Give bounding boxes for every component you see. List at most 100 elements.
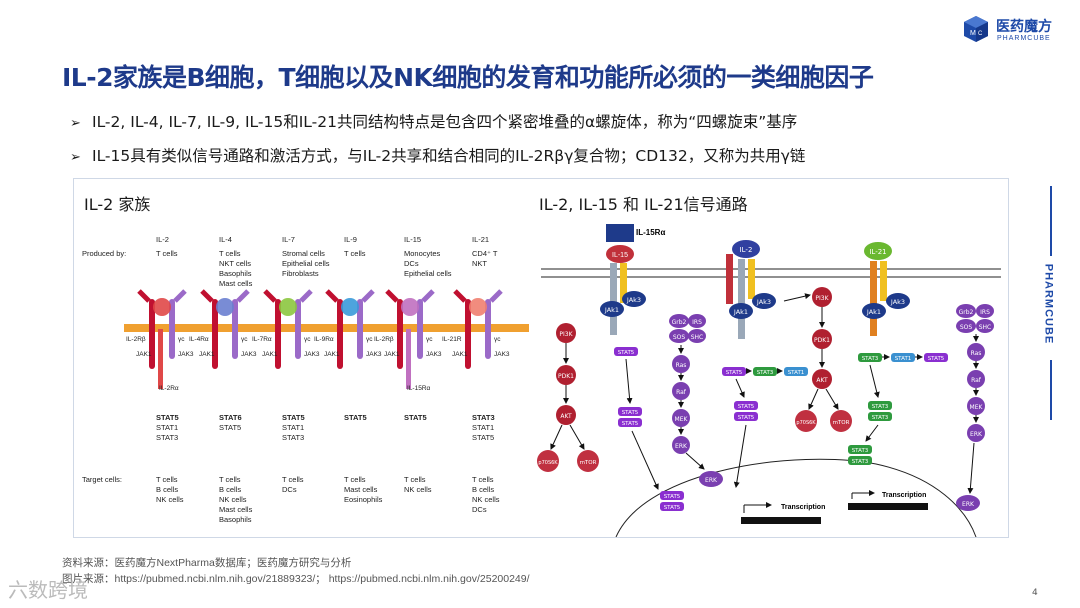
svg-text:Grb2: Grb2 bbox=[672, 319, 687, 326]
jak1-label: JAK1 bbox=[452, 351, 468, 358]
receptor-arm bbox=[489, 289, 503, 303]
stat-list: STAT5 bbox=[344, 413, 367, 423]
cube-logo-icon: M C bbox=[964, 16, 988, 42]
cytokine-ligand bbox=[279, 298, 297, 316]
svg-text:SOS: SOS bbox=[673, 334, 686, 341]
svg-text:ERK: ERK bbox=[675, 443, 688, 450]
jak3-il2 bbox=[752, 293, 776, 309]
cytokine-name: IL-4 bbox=[219, 235, 232, 244]
jak3-il2-label: JAk3 bbox=[756, 298, 771, 306]
producer-cell: Fibroblasts bbox=[282, 269, 319, 278]
image-source: 图片来源：https://pubmed.ncbi.nlm.nih.gov/218… bbox=[62, 573, 530, 585]
jak3-il15-label: JAk3 bbox=[626, 296, 641, 304]
il15-label: IL-15 bbox=[612, 252, 628, 259]
receptor-chain bbox=[149, 299, 155, 369]
svg-text:STAT5: STAT5 bbox=[622, 421, 639, 427]
produced-by-list: T cells bbox=[156, 249, 178, 259]
arrow-bullet-icon: ➢ bbox=[70, 150, 81, 165]
jak3-label: JAK3 bbox=[494, 351, 510, 358]
cytokine-ligand bbox=[216, 298, 234, 316]
svg-text:AKT: AKT bbox=[816, 377, 828, 384]
producer-cell: T cells bbox=[156, 249, 178, 258]
data-source: 资料来源：医药魔方NextPharma数据库；医药魔方研究与分析 bbox=[62, 557, 352, 569]
target-cell: T cells bbox=[404, 475, 426, 484]
jak3-label: JAK3 bbox=[178, 351, 194, 358]
mapk-cascade-right: Grb2 IRS SOS SHC Ras Raf MEK ERK ERK bbox=[956, 304, 994, 511]
side-divider-top bbox=[1050, 186, 1052, 256]
jak1-label: JAK1 bbox=[136, 351, 152, 358]
cytokine-name: IL-2 bbox=[156, 235, 169, 244]
receptor-group bbox=[137, 289, 503, 389]
svg-text:STAT3: STAT3 bbox=[862, 356, 879, 362]
stat-item: STAT3 bbox=[472, 413, 495, 422]
receptor-arm bbox=[421, 289, 435, 303]
svg-text:STAT3: STAT3 bbox=[852, 448, 869, 454]
jak3-il21-label: JAk3 bbox=[890, 298, 905, 306]
receptor-chain bbox=[212, 299, 218, 369]
jak3-il15 bbox=[622, 291, 646, 307]
producer-cell: Stromal cells bbox=[282, 249, 325, 258]
jak1-il2 bbox=[729, 303, 753, 319]
receptor-chain bbox=[465, 299, 471, 369]
alpha-chain bbox=[158, 329, 163, 389]
svg-text:p70S6K: p70S6K bbox=[538, 460, 558, 466]
receptor-arm bbox=[263, 289, 277, 303]
target-cell: DCs bbox=[472, 505, 487, 514]
svg-text:ERK: ERK bbox=[962, 501, 975, 508]
produced-by-list: T cells bbox=[344, 249, 366, 259]
il2-alpha-chain bbox=[726, 254, 733, 304]
cell-membrane bbox=[124, 324, 529, 332]
svg-text:IRS: IRS bbox=[980, 309, 990, 316]
receptor-arm bbox=[385, 289, 399, 303]
common-gamma-chain bbox=[232, 299, 238, 359]
producer-cell: DCs bbox=[404, 259, 419, 268]
watermark: 六数跨境 bbox=[8, 578, 88, 602]
gamma-chain-label: γc bbox=[178, 336, 185, 343]
svg-text:STAT5: STAT5 bbox=[618, 350, 635, 356]
il15-gamma-chain bbox=[620, 263, 627, 303]
target-cells-label: Target cells: bbox=[82, 475, 123, 484]
brand-name-en: PHARMCUBE bbox=[997, 35, 1051, 42]
jak3-label: JAK3 bbox=[366, 351, 382, 358]
pathway-heading: IL-2, IL-15 和 IL-21信号通路 bbox=[539, 195, 748, 214]
stat-item: STAT5 bbox=[344, 413, 367, 422]
side-divider-bottom bbox=[1050, 360, 1052, 420]
svg-text:Raf: Raf bbox=[676, 389, 687, 396]
cytokine-name: IL-9 bbox=[344, 235, 357, 244]
producer-cell: Epithelial cells bbox=[404, 269, 452, 278]
receptor-chain bbox=[397, 299, 403, 369]
produced-by-label: Produced by: bbox=[82, 249, 127, 258]
receptor-arm bbox=[361, 289, 375, 303]
target-cell: Mast cells bbox=[344, 485, 378, 494]
svg-text:Transcription: Transcription bbox=[781, 504, 825, 511]
svg-text:STAT1: STAT1 bbox=[895, 356, 912, 362]
svg-text:STAT3: STAT3 bbox=[852, 459, 869, 465]
stat-item: STAT5 bbox=[219, 423, 242, 432]
svg-text:mTOR: mTOR bbox=[833, 420, 850, 426]
receptor-arm bbox=[299, 289, 313, 303]
receptor-chain-label: IL-2Rβ bbox=[126, 336, 146, 343]
brand-logo: M C 医药魔方 PHARMCUBE bbox=[962, 14, 1072, 48]
cytokine-name: IL-7 bbox=[282, 235, 295, 244]
receptor-arm bbox=[173, 289, 187, 303]
svg-text:ERK: ERK bbox=[705, 477, 718, 484]
svg-text:M: M bbox=[970, 30, 976, 37]
jak1-label: JAK1 bbox=[262, 351, 278, 358]
jak3-label: JAK3 bbox=[241, 351, 257, 358]
common-gamma-chain bbox=[485, 299, 491, 359]
target-cell: T cells bbox=[156, 475, 178, 484]
cytokine-ligand bbox=[469, 298, 487, 316]
target-cell: NK cells bbox=[472, 495, 500, 504]
transcription-right: Transcription bbox=[848, 490, 928, 510]
jak1-label: JAK1 bbox=[324, 351, 340, 358]
receptor-arm bbox=[236, 289, 250, 303]
target-cell: NK cells bbox=[156, 495, 184, 504]
gamma-chain-label: γc bbox=[241, 336, 248, 343]
